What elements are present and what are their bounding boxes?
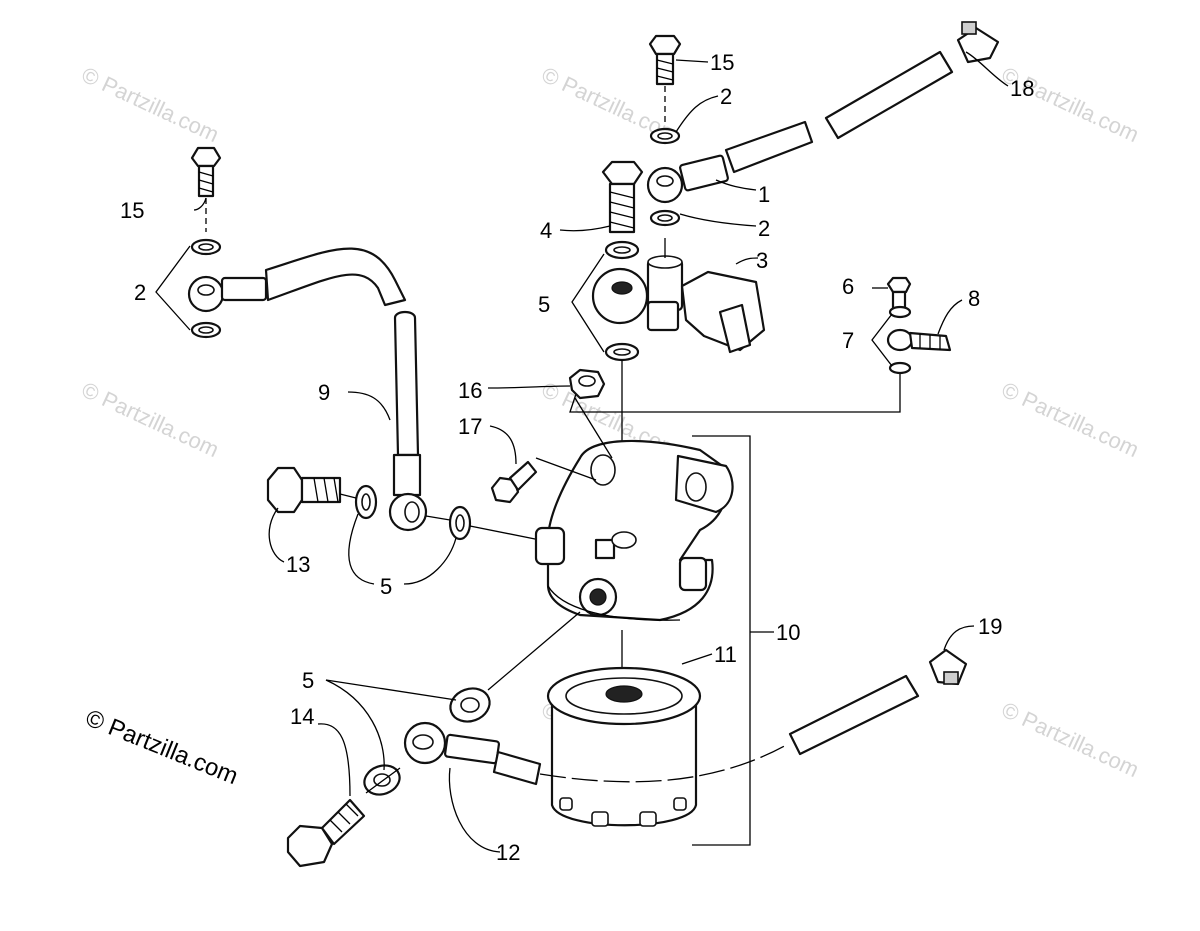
callout-14: 14 (290, 704, 314, 729)
callout-7: 7 (842, 328, 854, 353)
banjo-bolt-13-head (266, 466, 304, 514)
banjo-bolt-15-head-top (648, 34, 682, 56)
callout-15-left: 15 (120, 198, 144, 223)
fuel-hose-1-a (724, 120, 814, 174)
filter-head-bolt-hole (590, 454, 616, 486)
filter-head-side-port (534, 526, 566, 566)
hose-fitting-left (220, 276, 268, 302)
callout-11: 11 (714, 642, 737, 667)
watermark-3: © Partzilla.com (998, 62, 1143, 147)
top-left-banjo-assembly (187, 146, 428, 532)
banjo-bolt-14-shank (320, 798, 366, 846)
leader-lines (155, 51, 1009, 853)
washer-7-upper (888, 305, 912, 319)
callout-4: 4 (540, 218, 552, 243)
callout-12: 12 (496, 840, 520, 865)
callout-2-left: 2 (134, 280, 146, 305)
right-fitting-assembly (569, 276, 952, 413)
callout-5-top: 5 (538, 292, 550, 317)
callout-5-left: 5 (380, 574, 392, 599)
callout-16: 16 (458, 378, 482, 403)
callout-6: 6 (842, 274, 854, 299)
fuel-filter-11 (546, 630, 702, 827)
bolt-6-head (886, 276, 912, 294)
filter-head-inlet (594, 538, 616, 560)
copyright-text: © Partzilla.com (82, 705, 242, 791)
hose-1-fitting (679, 154, 729, 192)
callout-9: 9 (318, 380, 330, 405)
callout-5-bottom: 5 (302, 668, 314, 693)
banjo-bolt-13-shank (300, 476, 342, 504)
bolt-17-shank (508, 460, 538, 492)
filter-canister (550, 698, 698, 827)
banjo-nipple-7 (886, 328, 914, 352)
callout-18: 18 (1010, 76, 1034, 101)
watermark-6: © Partzilla.com (998, 377, 1143, 462)
fuel-hose-12-b (788, 674, 920, 756)
fuel-hose-9 (393, 310, 420, 457)
callout-15-top: 15 (710, 50, 734, 75)
washer-7-lower (888, 361, 912, 375)
fuel-hose-1-b (824, 50, 954, 140)
hose-9-fitting (392, 453, 422, 497)
fuel-hose-12-a (492, 750, 542, 786)
left-banjo-bolt-assembly (266, 466, 541, 541)
watermark-8: © Partzilla.com (998, 697, 1143, 782)
watermark-1: © Partzilla.com (78, 62, 223, 147)
bolt-17-head (490, 476, 520, 504)
callouts: 15 2 18 1 2 4 3 5 15 2 6 8 7 9 16 17 13 … (120, 50, 1034, 865)
clamp-19-tab (943, 671, 959, 685)
clamp-18-tab (961, 21, 977, 35)
callout-1: 1 (758, 182, 770, 207)
callout-19: 19 (978, 614, 1002, 639)
banjo-bolt-14-head (286, 824, 334, 868)
callout-13: 13 (286, 552, 310, 577)
hose-12-fitting (444, 733, 500, 765)
fuel-hose-upper-left (264, 247, 407, 307)
watermark-4: © Partzilla.com (78, 377, 223, 462)
callout-17: 17 (458, 414, 482, 439)
top-center-assembly (591, 21, 1000, 448)
callout-10: 10 (776, 620, 800, 645)
callout-8: 8 (968, 286, 980, 311)
callout-2-top-b: 2 (758, 216, 770, 241)
banjo-fitting-3 (591, 267, 649, 325)
nut-bolt-parts (490, 368, 613, 504)
filter-head-10 (534, 435, 774, 846)
banjo-bolt-4-head (601, 160, 644, 186)
banjo-bolt-15-head-left (190, 146, 222, 168)
bottom-banjo-assembly (286, 611, 968, 868)
callout-2-top-a: 2 (720, 84, 732, 109)
callout-3: 3 (756, 248, 768, 273)
